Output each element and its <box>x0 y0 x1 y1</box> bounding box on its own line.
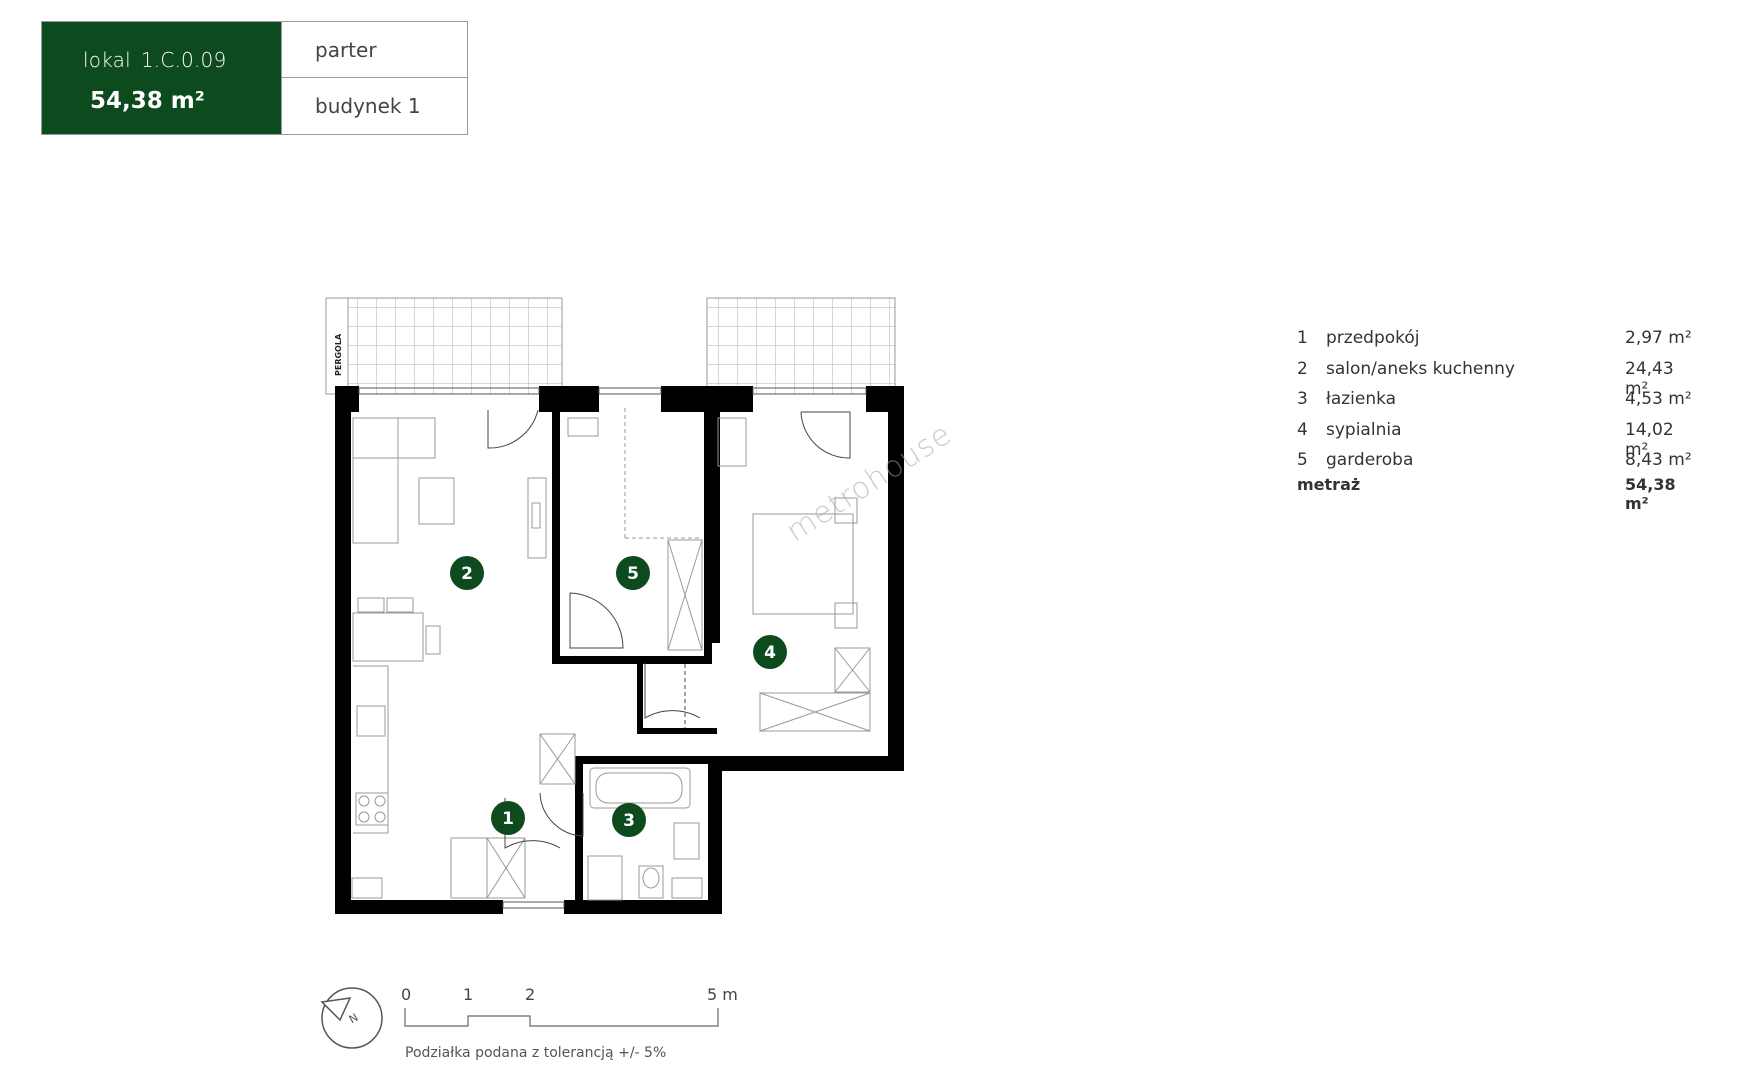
floor-label: parter <box>281 22 468 78</box>
room-marker-5 <box>616 556 650 590</box>
unit-header-card: lokal 1.C.0.09 54,38 m² parter budynek 1 <box>41 21 468 135</box>
total-label: metraż <box>1297 474 1361 494</box>
legend-num: 1 <box>1297 328 1308 348</box>
unit-area: 54,38 m² <box>90 88 205 114</box>
north-arrow-icon: N <box>320 987 383 1049</box>
room-marker-5-label: 5 <box>627 564 639 584</box>
room-marker-3-label: 3 <box>623 811 635 831</box>
legend-num: 4 <box>1297 419 1308 440</box>
header-divider <box>281 22 282 134</box>
windows <box>358 387 867 909</box>
terrace-right <box>706 297 896 395</box>
doors <box>487 409 851 849</box>
legend-area: 2,97 m² <box>1625 328 1692 348</box>
scale-line <box>404 1008 719 1027</box>
legend-row: 2 salon/aneks kuchenny 24,43 m² <box>1297 358 1697 399</box>
legend-num: 3 <box>1297 389 1308 409</box>
legend-num: 5 <box>1297 450 1308 470</box>
legend-row: 4 sypialnia 14,02 m² <box>1297 419 1697 460</box>
legend-name: przedpokój <box>1326 328 1420 348</box>
legend-row: 1 przedpokój 2,97 m² <box>1297 328 1697 359</box>
scale-note: Podziałka podana z tolerancją +/- 5% <box>405 1045 667 1061</box>
room-marker-3 <box>612 803 646 837</box>
scale-tick-5: 5 m <box>707 985 738 1004</box>
legend-name: garderoba <box>1326 450 1414 470</box>
building-label: budynek 1 <box>315 94 421 118</box>
unit-prefix: lokal <box>83 48 131 72</box>
scale-bar: N <box>320 987 719 1049</box>
terrace-left <box>325 297 563 395</box>
legend-num: 2 <box>1297 358 1308 379</box>
room-marker-1-label: 1 <box>502 809 514 829</box>
scale-tick-2: 2 <box>525 985 536 1004</box>
room-marker-1 <box>491 801 525 835</box>
legend-area: 8,43 m² <box>1625 450 1692 470</box>
legend-row: 5 garderoba 8,43 m² <box>1297 450 1697 481</box>
room-marker-2 <box>450 556 484 590</box>
pergola-label: PERGOLA <box>334 333 343 376</box>
unit-label: lokal 1.C.0.09 <box>83 48 226 72</box>
legend-total: metraż 54,38 m² <box>1297 475 1697 513</box>
furniture <box>351 408 871 901</box>
legend-row: 3 łazienka 4,53 m² <box>1297 389 1697 420</box>
room-marker-4 <box>753 635 787 669</box>
legend-name: łazienka <box>1326 389 1397 409</box>
legend-area: 24,43 m² <box>1625 358 1674 399</box>
unit-summary: lokal 1.C.0.09 54,38 m² <box>42 22 281 134</box>
legend-name: salon/aneks kuchenny <box>1326 358 1515 379</box>
unit-code: 1.C.0.09 <box>140 48 227 72</box>
room-marker-2-label: 2 <box>461 564 473 584</box>
room-markers: 2 5 4 1 3 <box>450 556 787 837</box>
floor-plan: PERGOLA <box>325 297 904 914</box>
walls <box>335 386 904 914</box>
room-marker-4-label: 4 <box>764 643 776 663</box>
legend-area: 14,02 m² <box>1625 419 1674 460</box>
total-area: 54,38 m² <box>1625 474 1676 513</box>
scale-tick-1: 1 <box>463 985 474 1004</box>
scale-tick-0: 0 <box>401 985 412 1004</box>
legend-name: sypialnia <box>1326 419 1402 440</box>
legend-area: 4,53 m² <box>1625 389 1692 409</box>
room-legend: 1 przedpokój 2,97 m² 2 salon/aneks kuche… <box>1297 328 1697 513</box>
svg-text:N: N <box>347 1011 361 1026</box>
